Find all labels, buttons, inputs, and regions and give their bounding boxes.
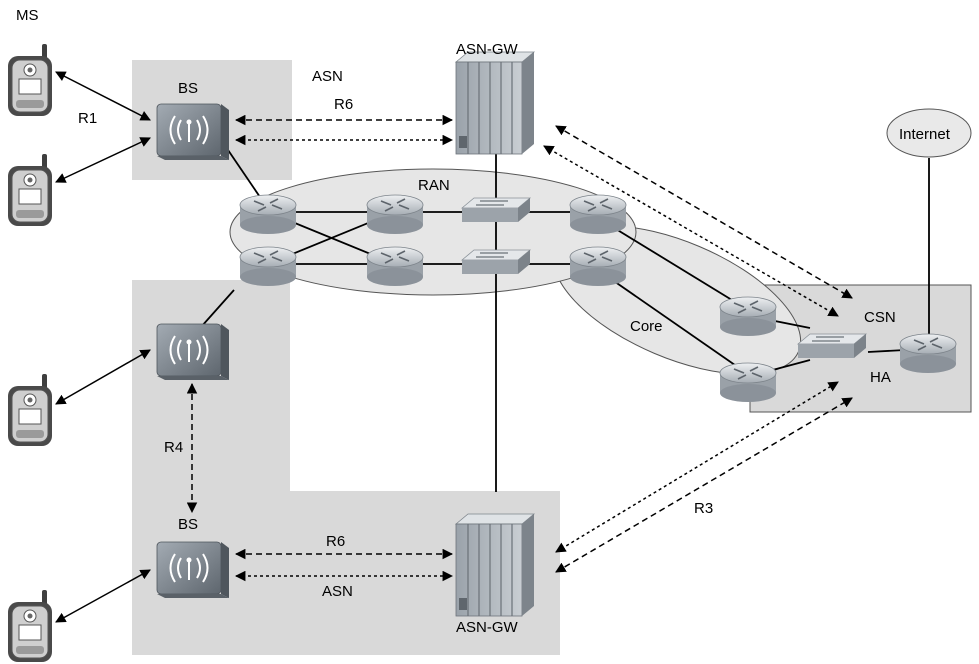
label-r4: R4 <box>164 439 183 456</box>
router-icon <box>239 194 297 235</box>
label-asn-bottom: ASN <box>322 583 353 600</box>
switch-icon <box>797 333 867 359</box>
server-rack-icon <box>455 513 535 617</box>
r1-links <box>55 71 151 623</box>
mobile-phone-icon <box>7 43 53 117</box>
base-station-icon <box>156 323 230 381</box>
label-ha: HA <box>870 369 891 386</box>
label-asn-gw-bottom: ASN-GW <box>456 619 519 636</box>
label-r6-bottom: R6 <box>326 533 345 550</box>
gw-csn-top-links <box>543 125 853 317</box>
asn-region-bottom <box>132 280 560 655</box>
router-icon <box>719 296 777 337</box>
label-ms: MS <box>16 7 39 24</box>
router-icon <box>366 194 424 235</box>
switch-icon <box>461 197 531 223</box>
label-r1: R1 <box>78 110 97 127</box>
label-asn-gw-top: ASN-GW <box>456 41 519 58</box>
mobile-phone-icon <box>7 153 53 227</box>
router-icon <box>899 333 957 374</box>
label-ran: RAN <box>418 177 450 194</box>
label-core: Core <box>630 318 663 335</box>
label-r3: R3 <box>694 500 713 517</box>
label-asn-top: ASN <box>312 68 343 85</box>
r6-top-links <box>234 114 454 146</box>
label-bs-bottom: BS <box>178 516 198 533</box>
mobile-phone-icon <box>7 373 53 447</box>
label-csn: CSN <box>864 309 896 326</box>
router-icon <box>239 246 297 287</box>
internet-cloud-icon <box>886 108 972 158</box>
router-icon <box>719 362 777 403</box>
router-icon <box>569 246 627 287</box>
base-station-icon <box>156 103 230 161</box>
switch-icon <box>461 249 531 275</box>
label-r6-top: R6 <box>334 96 353 113</box>
r3-links <box>555 381 853 573</box>
r6-bottom-links <box>234 548 454 582</box>
router-icon <box>366 246 424 287</box>
base-station-icon <box>156 541 230 599</box>
server-rack-icon <box>455 51 535 155</box>
label-internet: Internet <box>899 126 951 143</box>
router-icon <box>569 194 627 235</box>
mobile-phone-icon <box>7 589 53 663</box>
label-bs-top: BS <box>178 80 198 97</box>
